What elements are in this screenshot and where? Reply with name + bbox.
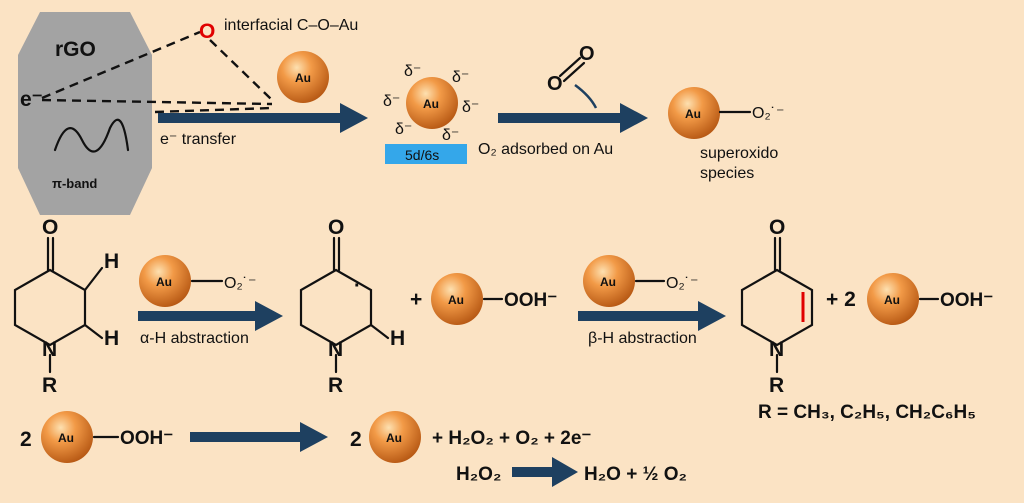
plus-sign: + bbox=[410, 288, 422, 311]
h2o2-decomposition-arrow bbox=[512, 457, 578, 487]
au-label: Au bbox=[386, 431, 402, 445]
o2-approach-curve bbox=[574, 83, 598, 109]
adsorbed-label: O₂ adsorbed on Au bbox=[478, 141, 613, 158]
r-group: R bbox=[42, 374, 57, 397]
r-group: R bbox=[769, 374, 784, 397]
coefficient: 2 bbox=[20, 428, 32, 451]
nitrogen: N bbox=[328, 338, 343, 361]
au-label: Au bbox=[58, 431, 74, 445]
h2o2-products: H₂O + ½ O₂ bbox=[584, 464, 687, 485]
hydroperoxo-label: OOH⁻ bbox=[120, 428, 173, 449]
au-label: Au bbox=[600, 275, 616, 289]
r-definition: R = CH₃, C₂H₅, CH₂C₆H₅ bbox=[758, 402, 976, 423]
nitrogen: N bbox=[769, 338, 784, 361]
superoxido-label: species bbox=[700, 165, 754, 182]
superoxido-label: superoxido bbox=[700, 145, 778, 162]
pi-band-label: π-band bbox=[52, 176, 97, 191]
au-label: Au bbox=[423, 97, 439, 111]
beta-abstraction-label: β-H abstraction bbox=[588, 330, 697, 347]
delta-charge: δ⁻ bbox=[383, 93, 400, 110]
ketone-oxygen: O bbox=[42, 216, 58, 239]
au-label: Au bbox=[448, 293, 464, 307]
rgo-label: rGO bbox=[55, 38, 96, 61]
transfer-label: e⁻ transfer bbox=[160, 131, 237, 148]
hydroperoxo-label: OOH⁻ bbox=[940, 290, 993, 311]
decomposition-arrow bbox=[190, 422, 328, 452]
au-label: Au bbox=[156, 275, 172, 289]
alpha-hydrogen: H bbox=[104, 327, 119, 350]
dashed-bond-to-o bbox=[41, 30, 201, 100]
ketone-oxygen: O bbox=[769, 216, 785, 239]
hydroperoxo-label: OOH⁻ bbox=[504, 290, 557, 311]
o2-atom: O bbox=[547, 73, 563, 95]
radical-dot: · bbox=[354, 275, 361, 297]
piperidone-radical bbox=[299, 236, 390, 374]
dihydropyridone-product bbox=[740, 236, 814, 374]
dashed-bond-o-to-au bbox=[209, 39, 273, 101]
au-label: Au bbox=[685, 107, 701, 121]
electron-label: e⁻ bbox=[20, 88, 43, 111]
alpha-abstraction-arrow bbox=[138, 301, 283, 331]
interface-label: interfacial C–O–Au bbox=[224, 17, 358, 34]
plus-two-sign: + 2 bbox=[826, 288, 856, 311]
o2-atom: O bbox=[579, 43, 595, 65]
superoxide-label: O₂˙⁻ bbox=[666, 275, 698, 292]
au-label: Au bbox=[884, 293, 900, 307]
dashed-bond-lower bbox=[154, 106, 273, 114]
delta-charge: δ⁻ bbox=[404, 63, 421, 80]
orbital-label: 5d/6s bbox=[405, 147, 439, 163]
o2-adsorption-arrow bbox=[498, 103, 648, 133]
au-label: Au bbox=[295, 71, 311, 85]
interface-oxygen: O bbox=[199, 20, 215, 43]
electron-transfer-arrow bbox=[158, 103, 368, 133]
hydrogen: H bbox=[390, 327, 405, 350]
coefficient: 2 bbox=[350, 428, 362, 451]
r-group: R bbox=[328, 374, 343, 397]
beta-abstraction-arrow bbox=[578, 301, 726, 331]
alpha-hydrogen: H bbox=[104, 250, 119, 273]
delta-charge: δ⁻ bbox=[452, 69, 469, 86]
orbital-box bbox=[385, 144, 467, 164]
piperidone-reactant bbox=[13, 236, 104, 374]
o2-double-bond bbox=[562, 61, 586, 83]
h2o2-reactant: H₂O₂ bbox=[456, 464, 501, 485]
superoxide-label: O₂˙⁻ bbox=[752, 105, 784, 122]
pi-band-curve bbox=[53, 118, 130, 153]
dashed-bond-to-au bbox=[41, 98, 273, 106]
alpha-abstraction-label: α-H abstraction bbox=[140, 330, 249, 347]
decomposition-products: + H₂O₂ + O₂ + 2e⁻ bbox=[432, 428, 591, 449]
rgo-sheet bbox=[18, 12, 152, 215]
ketone-oxygen: O bbox=[328, 216, 344, 239]
delta-charge: δ⁻ bbox=[395, 121, 412, 138]
delta-charge: δ⁻ bbox=[442, 127, 459, 144]
nitrogen: N bbox=[42, 338, 57, 361]
delta-charge: δ⁻ bbox=[462, 99, 479, 116]
superoxide-label: O₂˙⁻ bbox=[224, 275, 256, 292]
o2-double-bond bbox=[558, 56, 582, 78]
